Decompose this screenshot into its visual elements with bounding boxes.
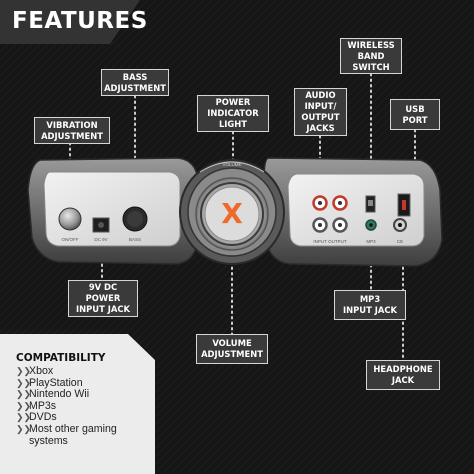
x-logo: X bbox=[221, 197, 243, 230]
dc-text: DC 9V bbox=[94, 237, 107, 242]
list-item: ❯❯Xbox bbox=[16, 365, 54, 377]
compatibility-title: COMPATIBILITY bbox=[16, 352, 106, 364]
label-wireless-band-switch: WIRELESS BAND SWITCH bbox=[340, 38, 402, 74]
list-item: ❯❯DVDs bbox=[16, 411, 57, 424]
list-item: ❯❯Nintendo Wii bbox=[16, 388, 90, 401]
compatibility-panel bbox=[0, 334, 155, 474]
label-headphone-jack: HEADPHONE JACK bbox=[366, 360, 440, 390]
chevron-right-icon: ❯❯ bbox=[16, 400, 32, 411]
on-off-text: ON/OFF bbox=[62, 237, 79, 242]
label-audio-jacks: AUDIO INPUT/ OUTPUT JACKS bbox=[294, 88, 347, 136]
mp3-text: MP3 bbox=[366, 239, 376, 244]
label-vibration-adjustment: VIBRATION ADJUSTMENT bbox=[34, 117, 110, 144]
chevron-right-icon: ❯❯ bbox=[16, 377, 32, 388]
chevron-right-icon: ❯❯ bbox=[16, 423, 32, 434]
label-usb-port: USB PORT bbox=[390, 99, 440, 130]
audio-jacks bbox=[312, 195, 348, 233]
label-bass-adjustment: BASS ADJUSTMENT bbox=[101, 69, 169, 96]
chevron-right-icon: ❯❯ bbox=[16, 412, 32, 423]
input-output-text: INPUT OUTPUT bbox=[313, 239, 346, 244]
list-item: ❯❯PlayStation bbox=[16, 376, 83, 389]
chevron-right-icon: ❯❯ bbox=[16, 366, 32, 376]
label-power-input-jack: 9V DC POWER INPUT JACK bbox=[68, 280, 138, 317]
ce-text: CE bbox=[397, 239, 403, 244]
label-mp3-input-jack: MP3 INPUT JACK bbox=[334, 290, 406, 320]
header-banner bbox=[0, 0, 140, 44]
vibration-knob bbox=[58, 207, 82, 231]
label-power-indicator-light: POWER INDICATOR LIGHT bbox=[197, 95, 269, 132]
compatibility-list: ❯❯Xbox ❯❯PlayStation ❯❯Nintendo Wii ❯❯MP… bbox=[16, 365, 117, 447]
dial-volume-text: VOLUME bbox=[222, 162, 241, 167]
page-title: FEATURES bbox=[12, 8, 148, 34]
chevron-right-icon: ❯❯ bbox=[16, 389, 32, 400]
list-item: systems bbox=[29, 434, 68, 447]
label-volume-adjustment: VOLUME ADJUSTMENT bbox=[196, 334, 268, 364]
bass-text: BASS bbox=[129, 237, 141, 242]
list-item: ❯❯Most other gaming bbox=[16, 422, 117, 435]
list-item: ❯❯MP3s bbox=[16, 399, 57, 412]
